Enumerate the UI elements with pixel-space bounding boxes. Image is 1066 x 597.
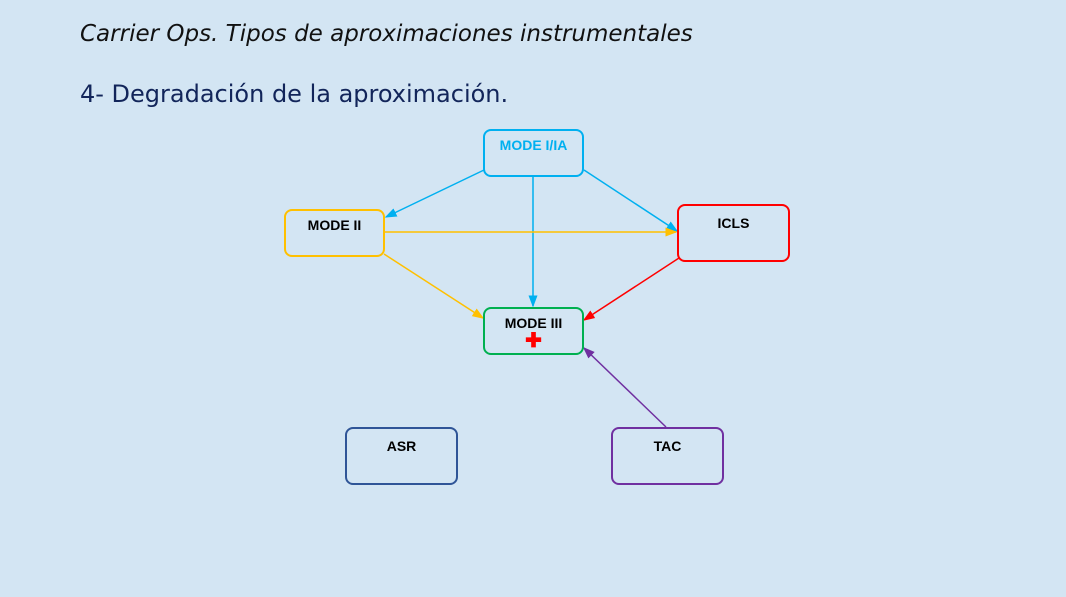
- node-mode-2: MODE II: [284, 209, 385, 257]
- node-mode-1-ia: MODE I/IA: [483, 129, 584, 177]
- edge-mode2-mode3: [383, 253, 485, 319]
- node-tac: TAC: [611, 427, 724, 485]
- edge-tac-mode3: [582, 346, 667, 428]
- red-cross-icon: ✚: [525, 330, 542, 352]
- node-icls: ICLS: [677, 204, 790, 262]
- node-mode-3: MODE III ✚: [483, 307, 584, 355]
- node-mode-3-label: MODE III: [504, 315, 563, 331]
- edge-mode1-mode2: [384, 169, 485, 218]
- slide-title: Carrier Ops. Tipos de aproximaciones ins…: [80, 21, 693, 47]
- edge-icls-mode3: [582, 257, 680, 321]
- slide-subtitle: 4- Degradación de la aproximación.: [80, 80, 509, 108]
- node-asr: ASR: [345, 427, 458, 485]
- edge-mode1-icls: [583, 169, 679, 232]
